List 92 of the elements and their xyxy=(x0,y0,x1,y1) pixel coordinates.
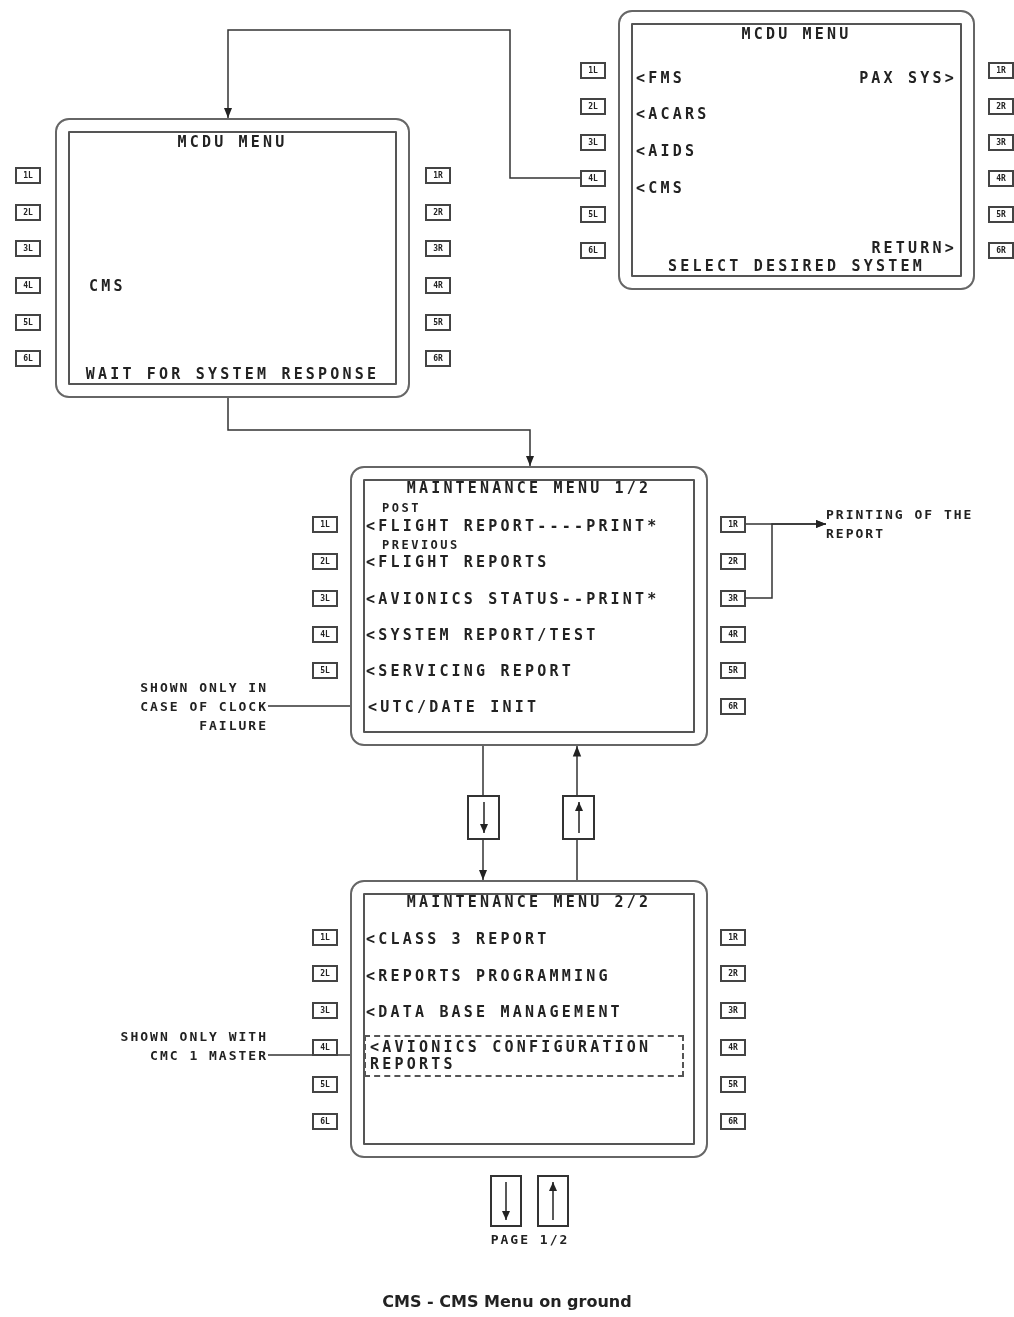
menu-option: <FLIGHT REPORTS xyxy=(366,554,550,571)
mcdu-screen xyxy=(618,10,975,290)
line-select-key: 5L xyxy=(312,1076,338,1093)
line-select-key: 1L xyxy=(15,167,41,184)
line-select-key: 3L xyxy=(312,590,338,607)
screen-title: MAINTENANCE MENU 2/2 xyxy=(405,894,653,911)
line-select-key: 1R xyxy=(425,167,451,184)
line-select-key: 1R xyxy=(988,62,1014,79)
line-select-key: 3L xyxy=(15,240,41,257)
line-select-key: 3L xyxy=(580,134,606,151)
line-select-key: 4R xyxy=(720,626,746,643)
menu-option: <UTC/DATE INIT xyxy=(368,699,540,716)
line-select-key: 3R xyxy=(988,134,1014,151)
screen-title: MAINTENANCE MENU 1/2 xyxy=(405,480,653,497)
line-select-key: 4R xyxy=(988,170,1014,187)
arrow xyxy=(227,397,535,467)
line-select-key: 5L xyxy=(312,662,338,679)
line-select-key: 1L xyxy=(312,516,338,533)
arrow xyxy=(223,29,581,179)
connector-line xyxy=(482,745,484,796)
line-select-key: 2R xyxy=(720,553,746,570)
line-select-key: 5R xyxy=(720,662,746,679)
menu-option: <CLASS 3 REPORT xyxy=(366,931,550,948)
screen-title: MCDU MENU xyxy=(176,134,289,151)
line-select-key: 4L xyxy=(312,626,338,643)
line-select-key: 4R xyxy=(425,277,451,294)
page-key xyxy=(467,795,500,840)
line-select-key: 3R xyxy=(720,1002,746,1019)
menu-option: SELECT DESIRED SYSTEM xyxy=(620,258,973,275)
mcdu-screen xyxy=(350,466,708,746)
menu-option: <AIDS xyxy=(636,143,698,160)
line-select-key: 5R xyxy=(720,1076,746,1093)
line-select-key: 2L xyxy=(312,965,338,982)
page-key xyxy=(562,795,595,840)
line-select-key: 6R xyxy=(988,242,1014,259)
menu-option: CMS xyxy=(89,278,126,295)
arrow xyxy=(572,745,582,796)
line-select-key: 5L xyxy=(15,314,41,331)
arrow xyxy=(478,839,488,881)
line-select-key: 4L xyxy=(580,170,606,187)
screen-title: MCDU MENU xyxy=(740,26,853,43)
line-select-key: 2R xyxy=(720,965,746,982)
menu-option: <CMS xyxy=(636,180,685,197)
callout-note: SHOWN ONLY IN CASE OF CLOCK FAILURE xyxy=(100,678,268,735)
line-select-key: 2L xyxy=(15,204,41,221)
line-select-key: 6L xyxy=(15,350,41,367)
line-select-key: 3R xyxy=(720,590,746,607)
menu-option: RETURN> xyxy=(871,240,957,257)
line-select-key: 6R xyxy=(425,350,451,367)
menu-option: <FLIGHT REPORT----PRINT* xyxy=(366,518,660,535)
line-select-key: 1L xyxy=(312,929,338,946)
menu-option: <AVIONICS CONFIGURATION REPORTS xyxy=(364,1035,684,1077)
menu-option: <AVIONICS STATUS--PRINT* xyxy=(366,591,660,608)
key-caption: PAGE 1/2 xyxy=(489,1231,571,1249)
line-select-key: 5R xyxy=(425,314,451,331)
line-select-key: 1R xyxy=(720,516,746,533)
line-select-key: 6L xyxy=(580,242,606,259)
menu-option: <ACARS xyxy=(636,106,710,123)
menu-option: WAIT FOR SYSTEM RESPONSE xyxy=(57,366,408,383)
menu-option: POST xyxy=(382,500,421,517)
line-select-key: 4R xyxy=(720,1039,746,1056)
menu-option: PAX SYS> xyxy=(859,70,957,87)
line-select-key: 2R xyxy=(988,98,1014,115)
line-select-key: 2R xyxy=(425,204,451,221)
callout-note: SHOWN ONLY WITH CMC 1 MASTER xyxy=(120,1027,268,1065)
line-select-key: 6L xyxy=(312,1113,338,1130)
line-select-key: 2L xyxy=(580,98,606,115)
mcdu-screen xyxy=(55,118,410,398)
connector-line xyxy=(576,839,578,881)
menu-option: PREVIOUS xyxy=(382,537,460,554)
line-select-key: 3R xyxy=(425,240,451,257)
line-select-key: 3L xyxy=(312,1002,338,1019)
line-select-key: 6R xyxy=(720,698,746,715)
page-key xyxy=(537,1175,569,1227)
menu-option: <REPORTS PROGRAMMING xyxy=(366,968,611,985)
line-select-key: 4L xyxy=(312,1039,338,1056)
arrow xyxy=(745,519,827,599)
mcdu-screen xyxy=(350,880,708,1158)
page-key xyxy=(490,1175,522,1227)
line-select-key: 2L xyxy=(312,553,338,570)
menu-option: <SYSTEM REPORT/TEST xyxy=(366,627,599,644)
line-select-key: 4L xyxy=(15,277,41,294)
line-select-key: 5L xyxy=(580,206,606,223)
menu-option: <DATA BASE MANAGEMENT xyxy=(366,1004,623,1021)
line-select-key: 1L xyxy=(580,62,606,79)
menu-option: <SERVICING REPORT xyxy=(366,663,574,680)
line-select-key: 6R xyxy=(720,1113,746,1130)
callout-note: PRINTING OF THE REPORT xyxy=(826,505,1011,543)
caption: CMS - CMS Menu on ground xyxy=(381,1292,633,1311)
line-select-key: 1R xyxy=(720,929,746,946)
line-select-key: 5R xyxy=(988,206,1014,223)
menu-option: <FMS xyxy=(636,70,685,87)
